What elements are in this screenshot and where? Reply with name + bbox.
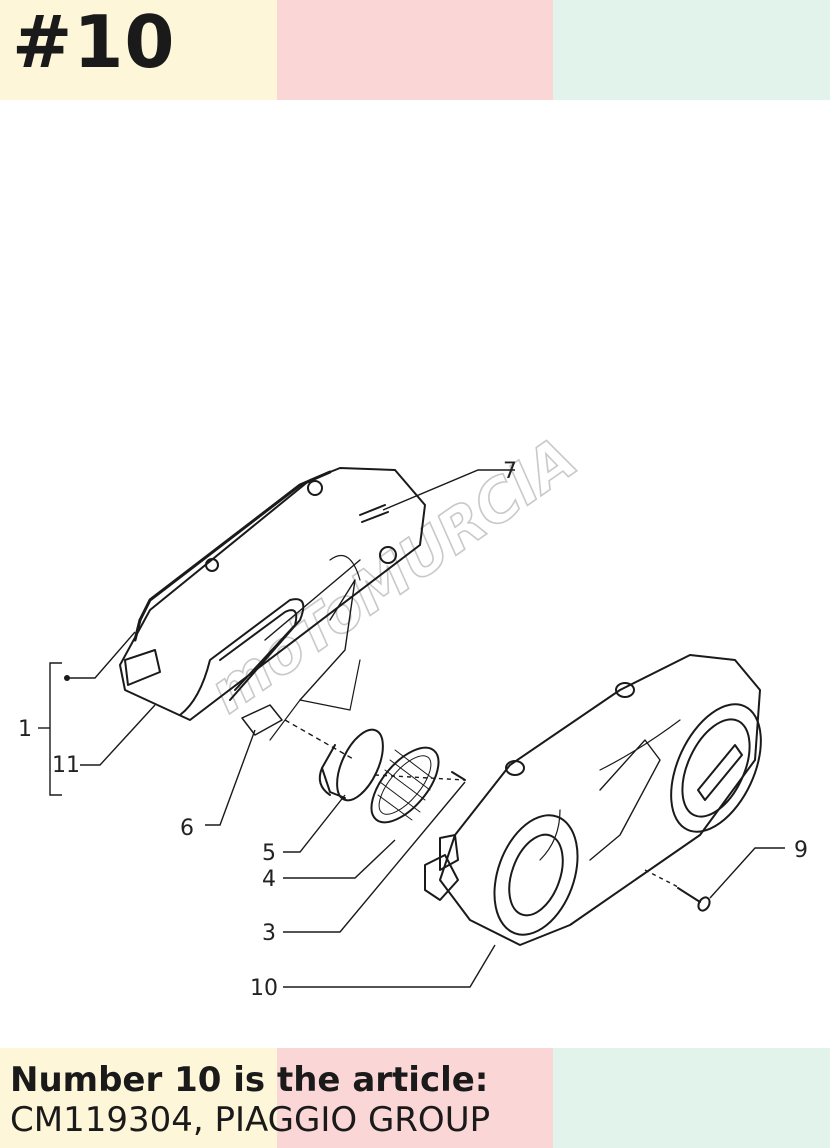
callout-4: 4	[262, 867, 276, 892]
footer-band-green	[553, 1048, 830, 1148]
exploded-parts-diagram: moToMURCIA	[18, 423, 808, 1001]
header-color-band	[0, 0, 830, 100]
callout-1: 1	[18, 717, 32, 742]
part-10-outer-cover	[424, 654, 762, 946]
leader-4	[283, 839, 396, 879]
part-9-bolt	[677, 887, 711, 912]
part-6-seal	[241, 704, 283, 736]
article-caption-heading: Number 10 is the article:	[10, 1060, 489, 1100]
callout-5: 5	[262, 841, 276, 866]
header-band-pink	[276, 0, 554, 100]
callout-6: 6	[180, 816, 194, 841]
leader-1-bracket	[49, 662, 62, 796]
footer-band-pink	[276, 1048, 554, 1148]
footer-color-band	[0, 1048, 830, 1148]
leader-5	[283, 794, 346, 853]
footer-band-yellow	[0, 1048, 277, 1148]
callout-10: 10	[250, 976, 278, 1001]
part-5-intake-cone	[318, 728, 384, 802]
header-band-green	[553, 0, 830, 100]
page-title: #10	[12, 0, 176, 84]
callout-11: 11	[52, 753, 80, 778]
part-11-inner-cover	[119, 467, 426, 741]
part-4-filter-mesh	[370, 746, 440, 824]
leader-6	[205, 729, 256, 826]
callout-3: 3	[262, 921, 276, 946]
leader-1-dot	[68, 631, 136, 679]
part-3-screw	[451, 771, 466, 781]
leader-11	[80, 704, 156, 766]
leader-10	[283, 944, 496, 988]
header-band-yellow	[0, 0, 277, 100]
callout-9: 9	[794, 838, 808, 863]
callout-7: 7	[503, 459, 517, 484]
leader-7	[382, 469, 515, 511]
leader-9	[709, 847, 785, 899]
leader-3	[283, 781, 466, 933]
article-caption-code: CM119304, PIAGGIO GROUP	[10, 1100, 491, 1140]
